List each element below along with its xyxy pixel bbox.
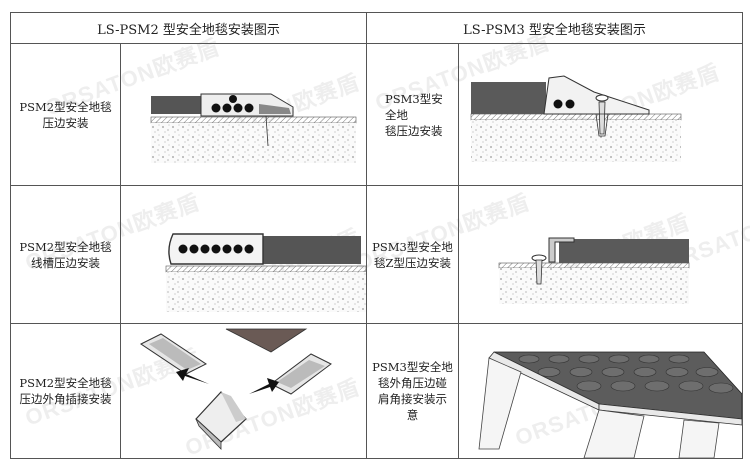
header-psm2: LS-PSM2 型安全地毯安装图示: [10, 12, 367, 44]
psm3-edge-install-diagram: [458, 43, 743, 186]
installation-table: LS-PSM2 型安全地毯安装图示 LS-PSM3 型安全地毯安装图示 PSM2…: [10, 12, 743, 459]
psm2-outer-corner-install-diagram: [120, 323, 367, 459]
row3-left-label: PSM2型安全地毯压边外角插接安装: [10, 323, 121, 459]
psm2-channel-install-diagram: [120, 185, 367, 324]
psm3-z-edge-install-diagram: [458, 185, 743, 324]
row1-right-label: PSM3型安全地毯压边安装: [366, 43, 459, 186]
psm3-outer-corner-install-diagram: [458, 323, 743, 459]
header-psm3: LS-PSM3 型安全地毯安装图示: [366, 12, 743, 44]
psm2-edge-install-diagram: [120, 43, 367, 186]
row2-left-label: PSM2型安全地毯线槽压边安装: [10, 185, 121, 324]
row2-right-label: PSM3型安全地毯Z型压边安装: [366, 185, 459, 324]
row3-right-label: PSM3型安全地毯外角压边碰肩角接安装示意: [366, 323, 459, 459]
row1-left-label: PSM2型安全地毯压边安装: [10, 43, 121, 186]
